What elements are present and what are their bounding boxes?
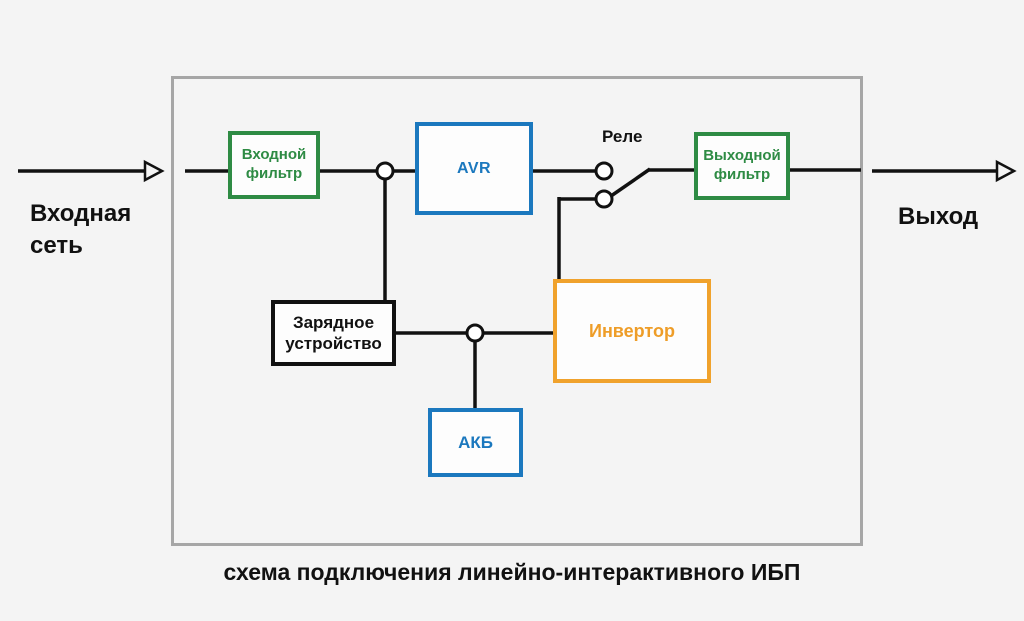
junction-dot-avr-branch [375,161,395,181]
diagram-caption: схема подключения линейно-интерактивного… [223,559,801,585]
input-filter-block: Входной фильтр [228,131,320,199]
relay-switch-arm [610,167,651,198]
ups-enclosure-frame [171,76,863,546]
avr-block: AVR [415,122,533,215]
input-network-label: Входная сеть [30,200,132,260]
relay-lower-contact [594,189,614,209]
output-label: Выход [898,203,979,230]
battery-block: АКБ [428,408,523,477]
inverter-block: Инвертор [553,279,711,383]
output-arrowhead-icon [995,159,1017,183]
input-arrowhead-icon [143,159,165,183]
output-filter-block: Выходной фильтр [694,132,790,200]
relay-label: Реле [602,127,643,146]
charger-block: Зарядное устройство [271,300,396,366]
junction-dot-battery-branch [465,323,485,343]
relay-upper-contact [594,161,614,181]
